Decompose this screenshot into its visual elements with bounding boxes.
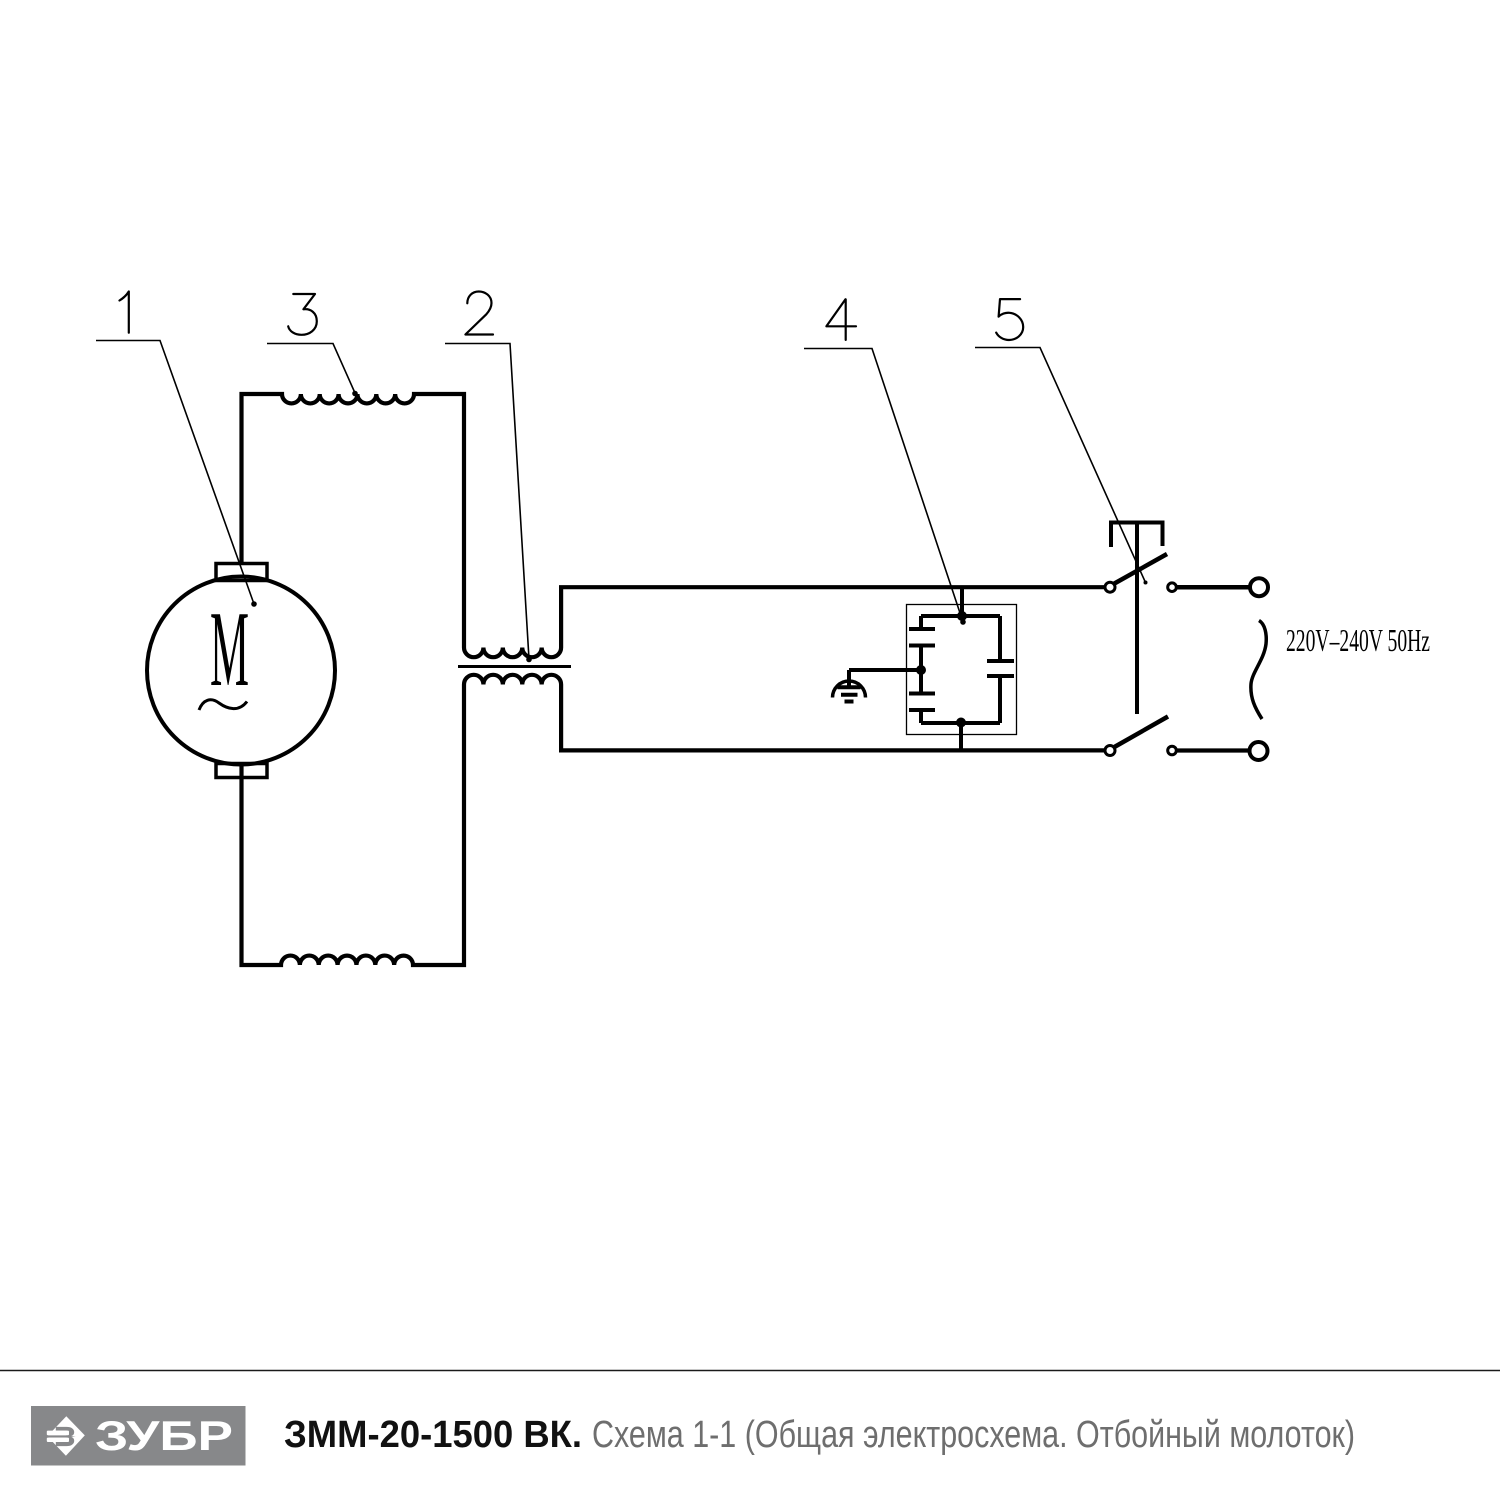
- svg-text:ЗУБР: ЗУБР: [95, 1412, 233, 1459]
- svg-text:220V–240V 50Hz: 220V–240V 50Hz: [1286, 623, 1430, 658]
- svg-text:Схема 1-1 (Общая электросхема.: Схема 1-1 (Общая электросхема. Отбойный …: [592, 1414, 1355, 1456]
- svg-text:M: M: [210, 590, 249, 709]
- svg-text:ЗММ-20-1500 ВК.: ЗММ-20-1500 ВК.: [284, 1414, 582, 1456]
